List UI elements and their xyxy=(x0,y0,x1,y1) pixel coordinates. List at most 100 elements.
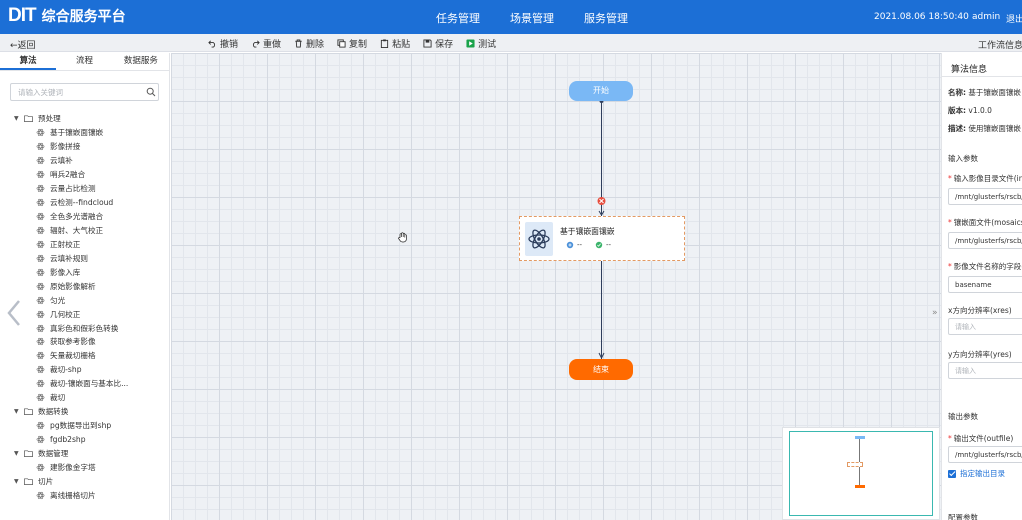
tree-folder[interactable]: ▼数据转换 xyxy=(14,405,169,419)
tree-algorithm-label: 正射校正 xyxy=(50,239,81,249)
tree-algorithm-label: fgdb2shp xyxy=(50,435,86,445)
algorithm-icon xyxy=(36,463,45,472)
nav-task-management[interactable]: 任务管理 xyxy=(436,12,480,25)
algorithm-icon xyxy=(36,310,45,319)
logo-mark: DIT xyxy=(8,5,37,26)
output-status-value: -- xyxy=(606,241,612,249)
tab-data-service[interactable]: 数据服务 xyxy=(123,56,158,66)
output-status-icon xyxy=(595,241,603,249)
outfile-field[interactable] xyxy=(948,446,1022,463)
output-dir-checkbox-label: 指定输出目录 xyxy=(960,469,1005,478)
tree-algorithm-item[interactable]: 裁切-镶嵌面与基本比... xyxy=(14,377,169,391)
save-button[interactable]: 保存 xyxy=(423,37,453,50)
redo-button[interactable]: 重做 xyxy=(251,37,281,50)
tab-algorithm[interactable]: 算法 xyxy=(0,53,57,70)
user-name[interactable]: admin xyxy=(972,12,1001,22)
algorithm-node-stat-input: -- xyxy=(566,241,582,249)
minimap-algorithm-node xyxy=(847,462,863,467)
tab-flow[interactable]: 流程 xyxy=(75,56,93,66)
tree-algorithm-item[interactable]: 匀光 xyxy=(14,293,169,307)
tree-algorithm-item[interactable]: 矢量裁切栅格 xyxy=(14,349,169,363)
tree-algorithm-label: 几何校正 xyxy=(50,309,81,319)
tree-algorithm-item[interactable]: pg数据导出到shp xyxy=(14,419,169,433)
tree-algorithm-item[interactable]: 真彩色和假彩色转换 xyxy=(14,321,169,335)
yres-field[interactable] xyxy=(948,362,1022,379)
algorithm-icon xyxy=(36,254,45,263)
tree-algorithm-item[interactable]: 云检测--findcloud xyxy=(14,196,169,210)
back-button[interactable]: ←返回 xyxy=(10,38,36,51)
tree-algorithm-item[interactable]: 裁切-shp xyxy=(14,363,169,377)
mosaic-shp-field[interactable] xyxy=(948,232,1022,249)
desc-label: 描述: xyxy=(948,124,966,133)
folder-icon xyxy=(24,477,33,486)
algorithm-icon xyxy=(36,296,45,305)
editor-toolbar: ←返回 撤销 重做 删除 复制 粘贴 xyxy=(0,34,1022,52)
chevron-left-icon[interactable] xyxy=(5,298,23,328)
algorithm-icon xyxy=(36,282,45,291)
tree-algorithm-item[interactable]: 云填补规则 xyxy=(14,251,169,265)
tree-algorithm-item[interactable]: 影像入库 xyxy=(14,265,169,279)
input-dir-field[interactable] xyxy=(948,188,1022,205)
trash-icon xyxy=(295,39,302,48)
folder-icon xyxy=(24,114,33,123)
app-title: 综合服务平台 xyxy=(41,9,126,25)
logout-button[interactable]: 退出 xyxy=(1006,15,1022,25)
delete-button[interactable]: 删除 xyxy=(294,37,324,50)
tree-algorithm-item[interactable]: 建影像金字塔 xyxy=(14,460,169,474)
output-dir-checkbox-row[interactable]: 指定输出目录 xyxy=(948,468,1005,479)
nav-service-management[interactable]: 服务管理 xyxy=(584,12,628,25)
start-node[interactable]: 开始 xyxy=(569,81,633,101)
search-icon[interactable] xyxy=(146,87,156,97)
tree-algorithm-item[interactable]: fgdb2shp xyxy=(14,433,169,447)
tree-algorithm-item[interactable]: 获取参考影像 xyxy=(14,335,169,349)
caret-down-icon[interactable]: ▼ xyxy=(14,449,19,457)
search-input[interactable] xyxy=(10,83,159,101)
tree-algorithm-item[interactable]: 几何校正 xyxy=(14,307,169,321)
xres-field[interactable] xyxy=(948,318,1022,335)
caret-down-icon[interactable]: ▼ xyxy=(14,115,19,123)
tree-algorithm-item[interactable]: 基于镶嵌面镶嵌 xyxy=(14,126,169,140)
test-button[interactable]: 测试 xyxy=(466,37,496,50)
tree-folder[interactable]: ▼数据管理 xyxy=(14,447,169,461)
algorithm-node[interactable]: 基于镶嵌面镶嵌 -- -- xyxy=(519,216,685,261)
tree-algorithm-item[interactable]: 离线栅格切片 xyxy=(14,488,169,502)
tree-folder-label: 切片 xyxy=(38,476,54,486)
algorithm-tree: ▼预处理基于镶嵌面镶嵌影像拼接云填补哨兵2融合云量占比检测云检测--findcl… xyxy=(14,112,169,502)
tree-algorithm-item[interactable]: 云量占比检测 xyxy=(14,182,169,196)
save-icon xyxy=(423,39,432,48)
tree-algorithm-label: 矢量裁切栅格 xyxy=(50,351,96,361)
output-dir-checkbox[interactable] xyxy=(948,469,956,478)
tree-algorithm-item[interactable]: 辐射、大气校正 xyxy=(14,224,169,238)
tree-algorithm-item[interactable]: 云填补 xyxy=(14,154,169,168)
tree-algorithm-label: 基于镶嵌面镶嵌 xyxy=(50,128,104,138)
copy-button[interactable]: 复制 xyxy=(337,37,367,50)
end-node[interactable]: 结束 xyxy=(569,359,633,380)
version-value: v1.0.0 xyxy=(968,106,992,115)
minimap-viewport[interactable] xyxy=(789,431,933,516)
tree-algorithm-item[interactable]: 裁切 xyxy=(14,391,169,405)
folder-icon xyxy=(24,449,33,458)
tree-algorithm-item[interactable]: 影像拼接 xyxy=(14,140,169,154)
tree-folder[interactable]: ▼ 切片 xyxy=(14,474,169,488)
algorithm-icon xyxy=(36,351,45,360)
tree-algorithm-label: 获取参考影像 xyxy=(50,337,96,347)
panel-divider xyxy=(942,76,1022,77)
tree-folder[interactable]: ▼预处理 xyxy=(14,112,169,126)
tree-algorithm-item[interactable]: 哨兵2融合 xyxy=(14,168,169,182)
undo-button[interactable]: 撤销 xyxy=(208,37,238,50)
tree-algorithm-item[interactable]: 原始影像解析 xyxy=(14,279,169,293)
tree-algorithm-label: 全色多光谱融合 xyxy=(50,212,104,222)
copy-icon xyxy=(337,39,346,48)
copy-label: 复制 xyxy=(349,40,368,50)
tree-algorithm-item[interactable]: 全色多光谱融合 xyxy=(14,210,169,224)
tree-algorithm-item[interactable]: 正射校正 xyxy=(14,237,169,251)
caret-down-icon[interactable]: ▼ xyxy=(14,477,19,485)
caret-down-icon[interactable]: ▼ xyxy=(14,408,19,416)
minimap[interactable] xyxy=(782,427,940,520)
basename-field[interactable] xyxy=(948,276,1022,293)
workflow-info-button[interactable]: 工作流信息 xyxy=(978,41,1022,51)
nav-scene-management[interactable]: 场景管理 xyxy=(510,12,554,25)
paste-button[interactable]: 粘贴 xyxy=(380,37,410,50)
collapse-right-icon[interactable]: » xyxy=(932,308,938,318)
input-status-value: -- xyxy=(577,241,583,249)
